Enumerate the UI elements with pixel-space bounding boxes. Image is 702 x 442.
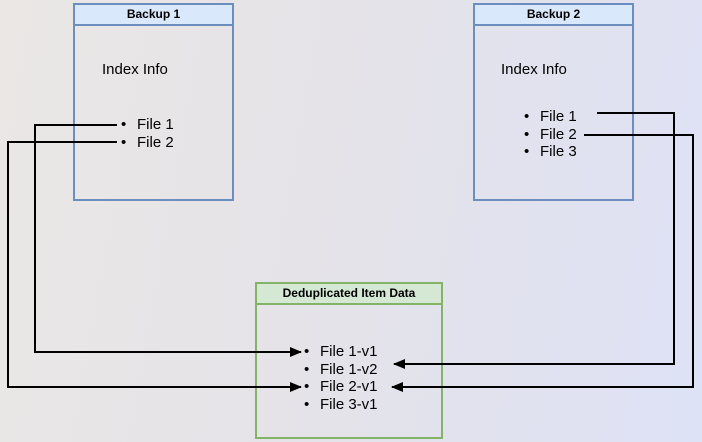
list-item-label: File 1	[540, 108, 577, 125]
bullet-icon: •	[121, 116, 127, 133]
dedup-title: Deduplicated Item Data	[257, 284, 441, 305]
backup2-box: Backup 2 Index Info • File 1 • File 2 • …	[473, 3, 634, 201]
list-item: • File 1-v2	[303, 361, 378, 379]
list-item-label: File 3	[540, 143, 577, 160]
backup1-subtitle: Index Info	[102, 61, 168, 78]
bullet-icon: •	[524, 125, 530, 143]
backup2-title: Backup 2	[475, 5, 632, 26]
backup1-file-list: • File 1 • File 2	[120, 116, 174, 151]
bullet-icon: •	[304, 378, 310, 395]
list-item-label: File 1	[137, 116, 174, 133]
backup1-box: Backup 1 Index Info • File 1 • File 2	[73, 3, 234, 201]
bullet-icon: •	[304, 360, 310, 378]
list-item-label: File 2	[137, 133, 174, 151]
backup2-subtitle: Index Info	[501, 61, 567, 78]
list-item: • File 1	[120, 116, 174, 134]
dedup-item-list: • File 1-v1 • File 1-v2 • File 2-v1 • Fi…	[303, 343, 378, 413]
bullet-icon: •	[524, 143, 530, 160]
list-item-label: File 1-v1	[320, 343, 378, 360]
bullet-icon: •	[524, 108, 530, 125]
backup1-title: Backup 1	[75, 5, 232, 26]
list-item: • File 3-v1	[303, 396, 378, 414]
list-item-label: File 3-v1	[320, 395, 378, 413]
list-item-label: File 2	[540, 125, 577, 143]
list-item: • File 3	[523, 143, 577, 161]
list-item: • File 1	[523, 108, 577, 126]
deduplicated-item-data-box: Deduplicated Item Data • File 1-v1 • Fil…	[255, 282, 443, 439]
list-item: • File 1-v1	[303, 343, 378, 361]
bullet-icon: •	[304, 343, 310, 360]
list-item: • File 2	[523, 126, 577, 144]
bullet-icon: •	[121, 133, 127, 151]
backup2-file-list: • File 1 • File 2 • File 3	[523, 108, 577, 161]
list-item: • File 2	[120, 134, 174, 152]
list-item: • File 2-v1	[303, 378, 378, 396]
list-item-label: File 1-v2	[320, 360, 378, 378]
bullet-icon: •	[304, 395, 310, 413]
list-item-label: File 2-v1	[320, 378, 378, 395]
